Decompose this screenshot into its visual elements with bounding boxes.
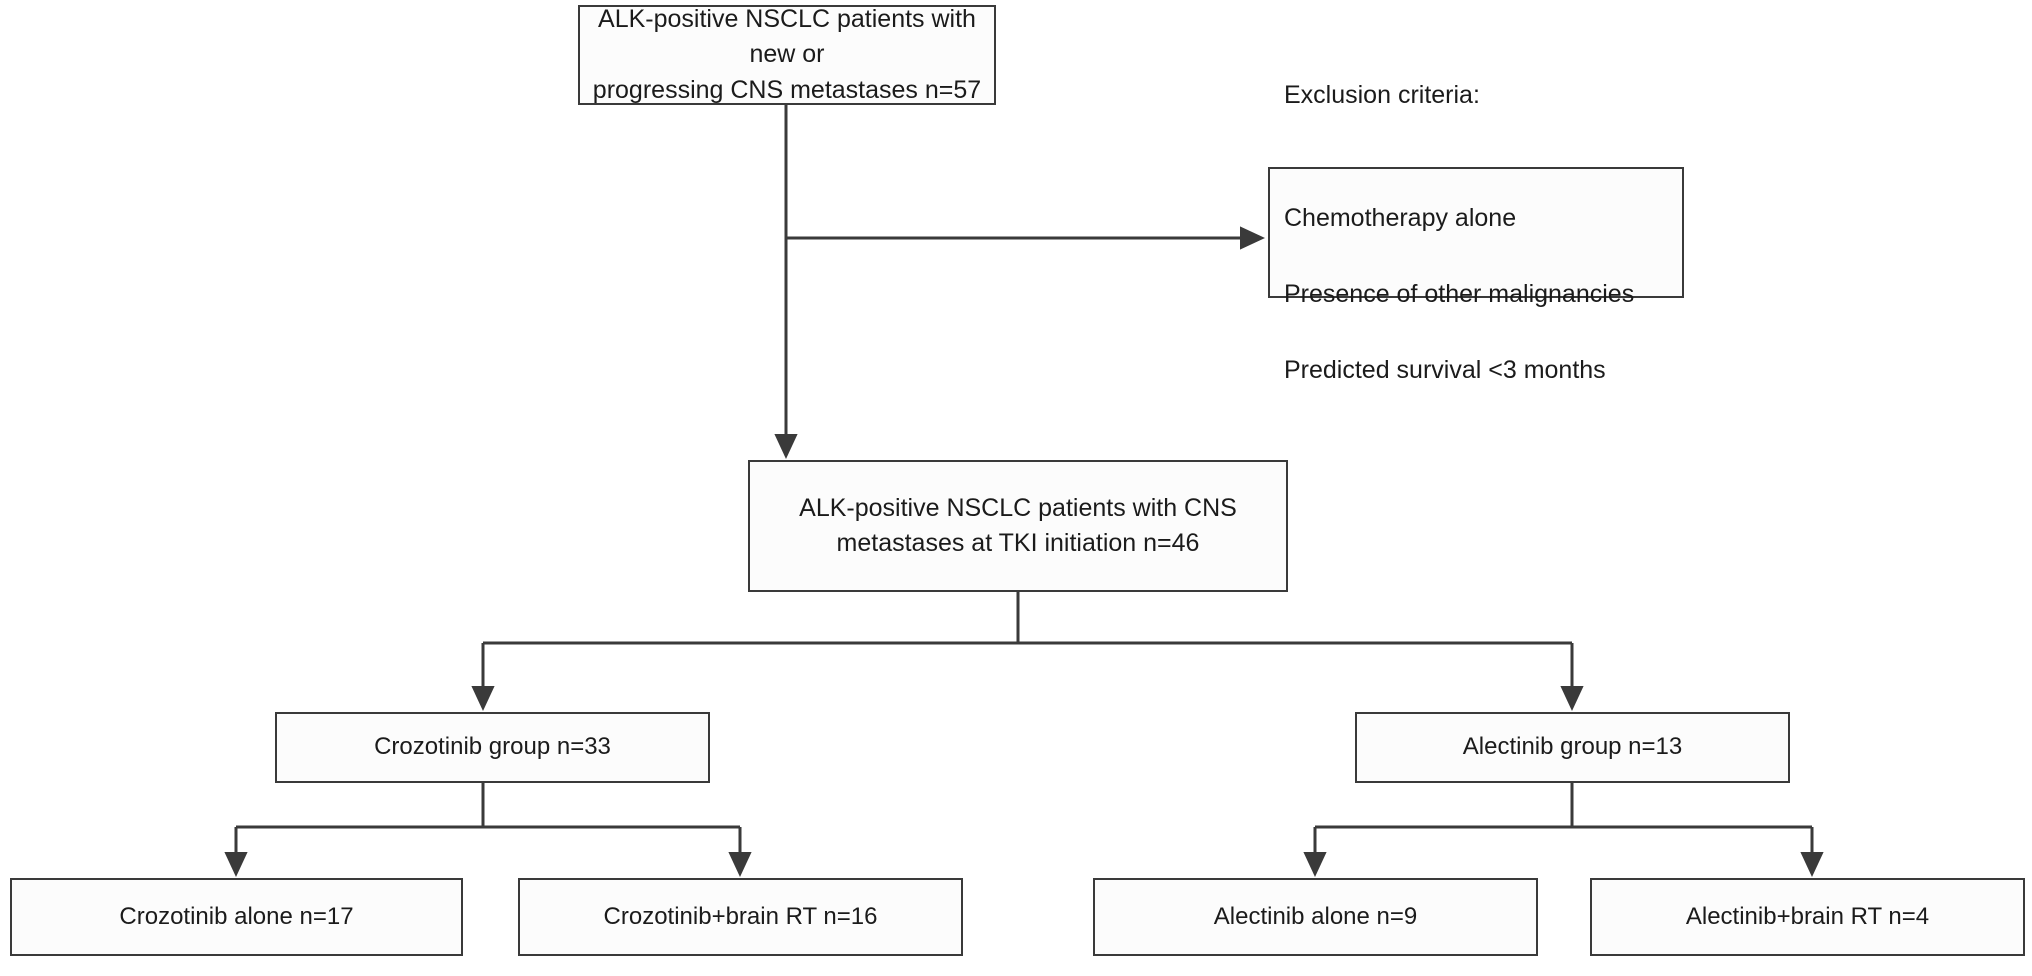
node-alectinib-group: Alectinib group n=13 (1355, 712, 1790, 783)
node-enrolled-cohort-label: ALK-positive NSCLC patients with new or … (592, 4, 982, 104)
node-alectinib-brain-rt: Alectinib+brain RT n=4 (1590, 878, 2025, 956)
node-crozotinib-brain-rt: Crozotinib+brain RT n=16 (518, 878, 963, 956)
node-crozotinib-group: Crozotinib group n=33 (275, 712, 710, 783)
node-exclusion-criteria-content: Exclusion criteria: Chemotherapy alone P… (1270, 38, 1634, 427)
node-exclusion-criteria: Exclusion criteria: Chemotherapy alone P… (1268, 81, 1684, 384)
node-crozotinib-brain-rt-label: Crozotinib+brain RT n=16 (603, 902, 878, 930)
node-alectinib-alone-label: Alectinib alone n=9 (1213, 902, 1418, 930)
node-alectinib-brain-rt-label: Alectinib+brain RT n=4 (1685, 902, 1930, 930)
node-crozotinib-alone: Crozotinib alone n=17 (10, 878, 463, 956)
node-included-cohort: ALK-positive NSCLC patients with CNS met… (748, 460, 1288, 592)
node-included-cohort-label: ALK-positive NSCLC patients with CNS met… (799, 493, 1237, 558)
node-enrolled-cohort: ALK-positive NSCLC patients with new or … (578, 5, 996, 105)
exclusion-heading: Exclusion criteria: (1284, 81, 1480, 109)
exclusion-criterion-1: Chemotherapy alone (1284, 204, 1517, 232)
node-crozotinib-alone-label: Crozotinib alone n=17 (119, 902, 354, 930)
exclusion-spacer (1284, 152, 1634, 161)
node-alectinib-alone: Alectinib alone n=9 (1093, 878, 1538, 956)
connector-crozotinib-split (224, 783, 752, 877)
connector-alectinib-split (1303, 783, 1824, 877)
node-alectinib-group-label: Alectinib group n=13 (1462, 733, 1683, 761)
connector-included-to-groups (471, 592, 1584, 711)
node-crozotinib-group-label: Crozotinib group n=33 (374, 733, 611, 761)
exclusion-criterion-2: Presence of other malignancies (1284, 280, 1635, 308)
exclusion-criterion-3: Predicted survival <3 months (1284, 356, 1606, 384)
